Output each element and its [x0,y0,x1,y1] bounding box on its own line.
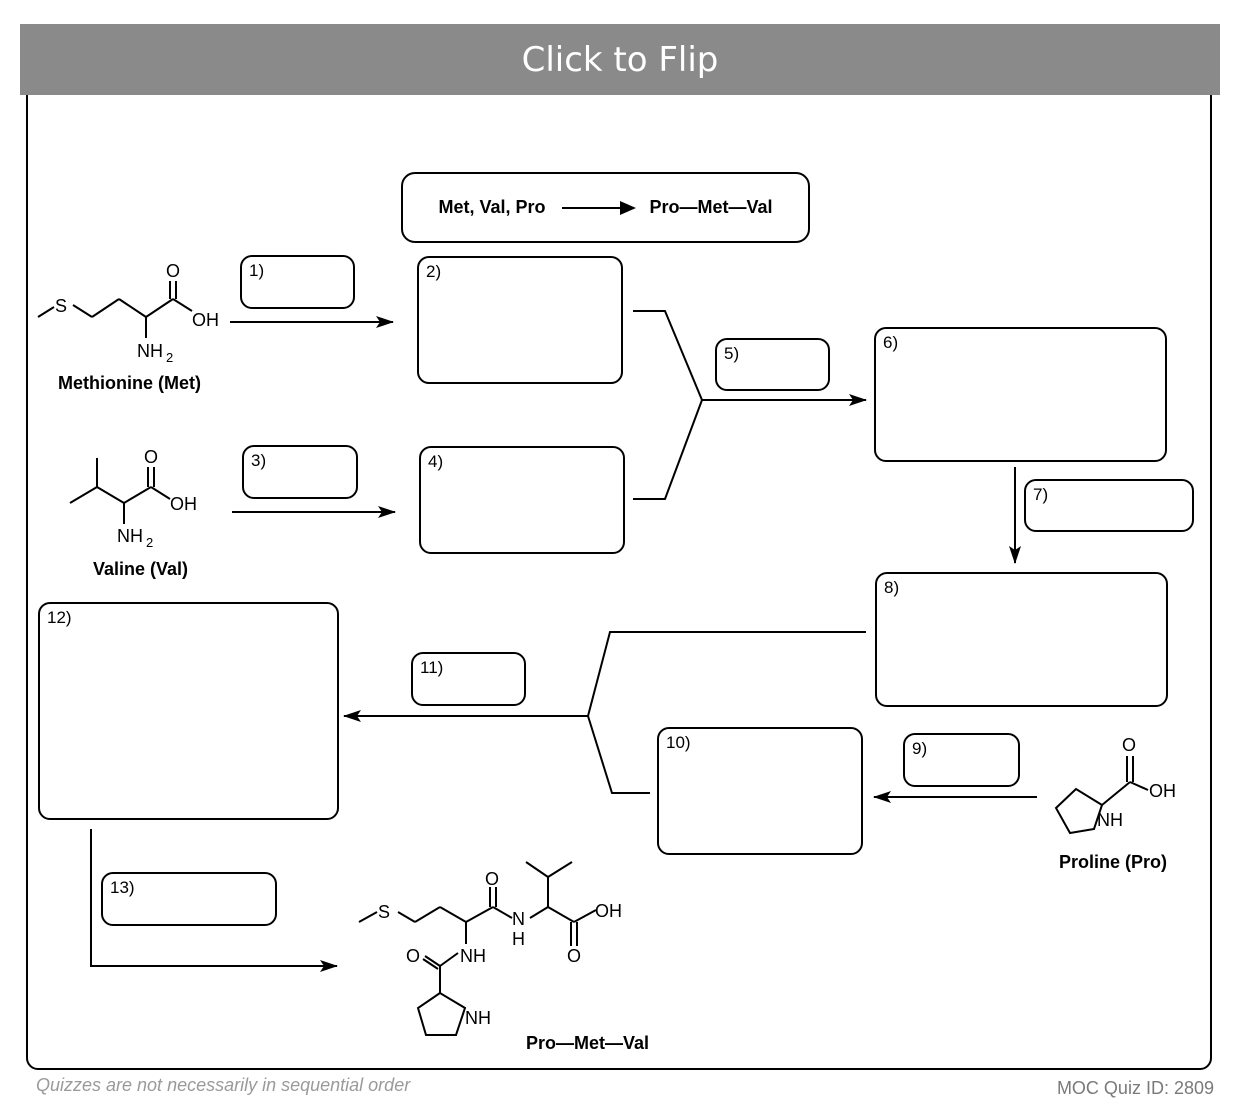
click-to-flip-bar[interactable]: Click to Flip [20,24,1220,95]
svg-text:OH: OH [170,494,197,514]
summary-reactants: Met, Val, Pro [438,197,546,217]
answer-box-10[interactable]: 10) [657,727,863,855]
summary-arrow-icon [561,200,636,215]
svg-text:OH: OH [595,901,622,921]
answer-box-1[interactable]: 1) [240,255,355,309]
box-label: 10) [666,733,691,752]
svg-text:2: 2 [166,350,173,365]
methionine-structure [37,281,193,338]
svg-text:O: O [144,447,158,467]
methionine-label: Methionine (Met) [58,373,201,393]
svg-text:O: O [406,946,420,966]
answer-box-3[interactable]: 3) [242,445,358,499]
svg-text:S: S [55,296,67,316]
proline-structure [1054,756,1149,835]
valine-structure [69,458,171,524]
answer-box-11[interactable]: 11) [411,652,526,706]
box-label: 5) [724,344,740,363]
box-label: 4) [428,452,444,471]
svg-text:O: O [166,261,180,281]
svg-text:O: O [567,946,581,966]
svg-text:NH: NH [460,946,486,966]
proline-label: Proline (Pro) [1059,852,1168,872]
box-label: 1) [249,261,265,280]
merge-bracket-2-4 [633,310,704,500]
box-label: 11) [420,658,444,677]
svg-text:NH: NH [137,341,163,361]
product-structure [358,861,597,1036]
svg-text:O: O [1122,735,1136,755]
svg-text:NH: NH [117,526,143,546]
answer-box-5[interactable]: 5) [715,338,830,391]
svg-text:OH: OH [1149,781,1176,801]
summary-box: Met, Val, Pro Pro—Met—Val [401,172,810,243]
answer-box-6[interactable]: 6) [874,327,1167,462]
merge-bracket-8-10 [586,631,866,794]
svg-text:O: O [485,869,499,889]
answer-box-4[interactable]: 4) [419,446,625,554]
svg-text:H: H [512,929,525,949]
box-label: 9) [912,739,928,758]
box-label: 2) [426,262,442,281]
box-label: 12) [47,608,72,627]
box-label: 6) [883,333,899,352]
svg-text:N: N [512,909,525,929]
box-label: 13) [110,878,135,897]
answer-box-8[interactable]: 8) [875,572,1168,707]
answer-box-7[interactable]: 7) [1024,479,1194,532]
svg-text:S: S [378,902,390,922]
box-label: 8) [884,578,900,597]
answer-box-12[interactable]: 12) [38,602,339,820]
svg-text:2: 2 [146,535,153,550]
product-label: Pro—Met—Val [526,1033,650,1053]
footer-note: Quizzes are not necessarily in sequentia… [36,1075,411,1095]
svg-text:OH: OH [192,310,219,330]
arrow-13 [90,829,338,972]
answer-box-9[interactable]: 9) [903,733,1020,787]
valine-label: Valine (Val) [93,559,189,579]
answer-box-13[interactable]: 13) [101,872,277,926]
answer-box-2[interactable]: 2) [417,256,623,384]
svg-text:NH: NH [1097,810,1123,830]
box-label: 3) [251,451,267,470]
summary-product: Pro—Met—Val [649,197,773,217]
svg-text:NH: NH [465,1008,491,1028]
box-label: 7) [1033,485,1049,504]
quiz-id: MOC Quiz ID: 2809 [1056,1078,1214,1098]
